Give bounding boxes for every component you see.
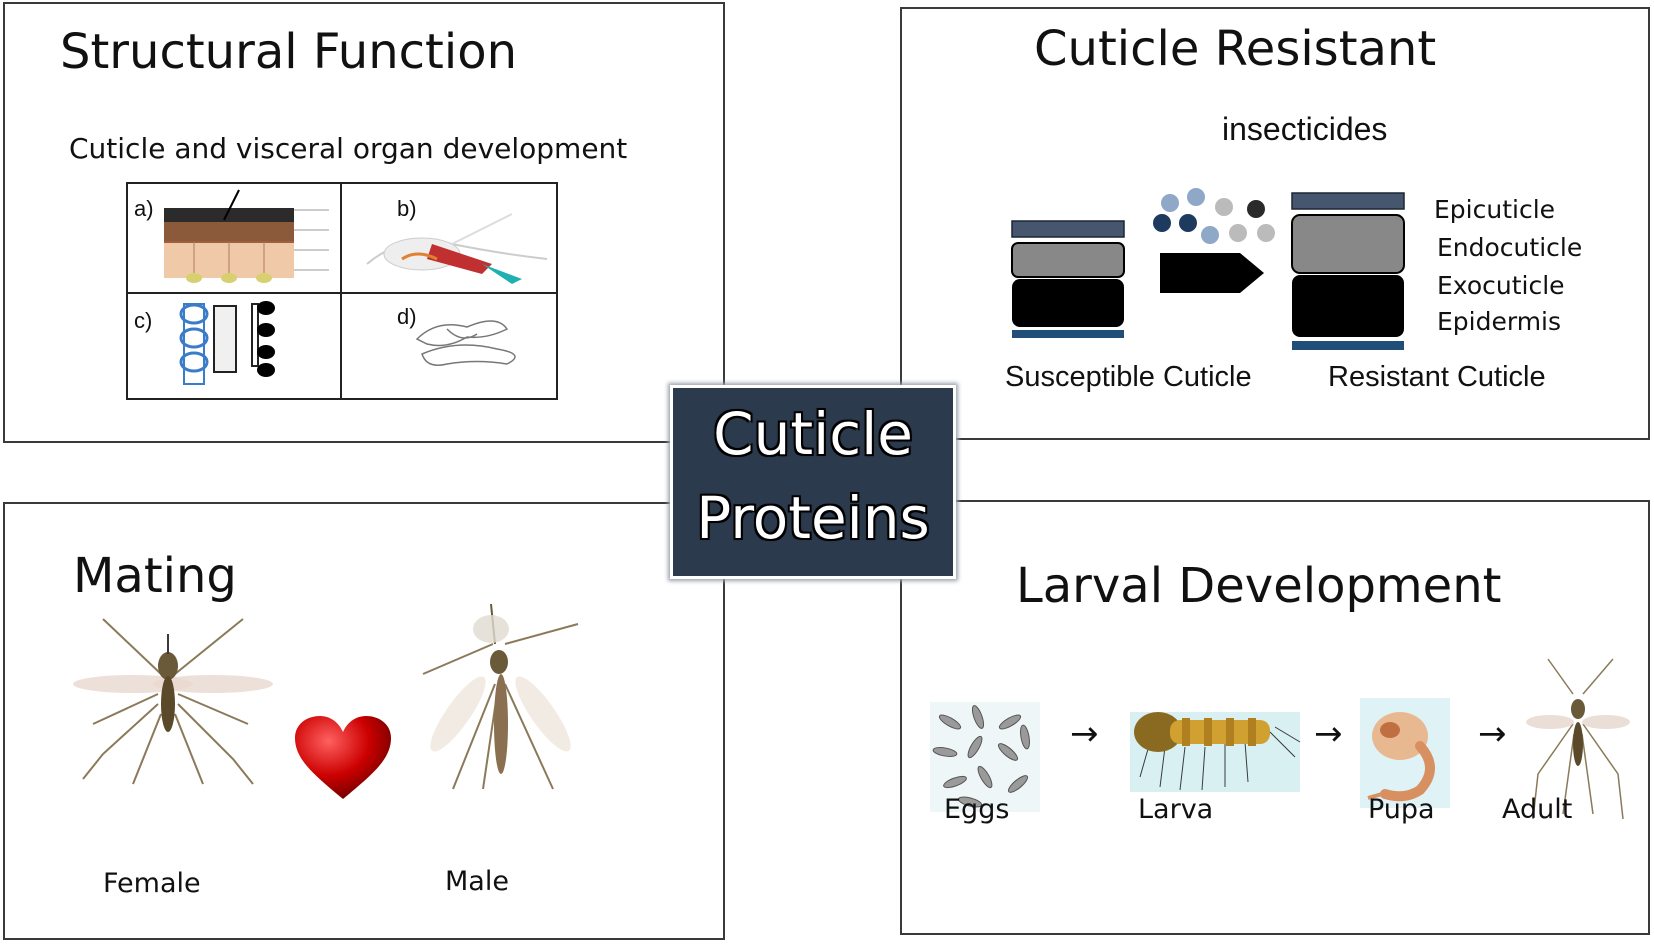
female-mosquito-icon (73, 618, 273, 785)
stage-pupa-label: Pupa (1368, 794, 1435, 825)
resistant-cuticle-label: Resistant Cuticle (1328, 361, 1546, 393)
stage-larva-label: Larva (1138, 794, 1214, 825)
susceptible-cuticle-label: Susceptible Cuticle (1005, 361, 1252, 393)
cell-d-visceral-organ: d) (340, 292, 558, 400)
larva-icon (1130, 712, 1301, 792)
cell-c-label: c) (134, 308, 153, 333)
insecticide-arrow-icon (1160, 253, 1264, 293)
cell-d-label: d) (397, 304, 417, 329)
larval-development-panel: Larval Development → (900, 500, 1650, 935)
cell-layers-icon (179, 301, 275, 385)
heart-icon (295, 716, 391, 799)
cell-b-label: b) (397, 196, 417, 221)
male-label: Male (445, 866, 509, 897)
stage-eggs-label: Eggs (944, 794, 1010, 825)
mating-title: Mating (73, 548, 237, 604)
mosquito-anatomy-icon (366, 213, 548, 284)
arrow-eggs-larva: → (1070, 714, 1099, 754)
structural-function-title: Structural Function (60, 24, 517, 80)
center-title-line2: Proteins (696, 484, 930, 552)
resistant-cuticle-icon (1291, 192, 1405, 350)
arrow-pupa-adult: → (1478, 714, 1507, 754)
cuticle-cross-section-icon (164, 189, 329, 283)
cuticle-resistant-title: Cuticle Resistant (1034, 21, 1437, 77)
cell-a-cuticle-structure: a) (126, 182, 342, 294)
cuticle-resistant-panel: Cuticle Resistant insecticides Epicuticl… (900, 7, 1650, 440)
cell-a-label: a) (134, 196, 154, 221)
adult-mosquito-icon (1526, 658, 1630, 820)
eggs-icon (930, 702, 1040, 812)
insecticide-particles-icon (1153, 188, 1275, 244)
center-title-line1: Cuticle (713, 400, 913, 468)
insecticides-label: insecticides (1222, 111, 1388, 147)
layer-epidermis: Epidermis (1437, 307, 1562, 336)
visceral-organ-icon (415, 320, 516, 366)
layer-endocuticle: Endocuticle (1437, 233, 1583, 262)
female-label: Female (103, 868, 201, 899)
mating-panel: Mating (3, 502, 725, 940)
stage-adult-label: Adult (1502, 794, 1573, 825)
layer-epicuticle: Epicuticle (1434, 195, 1556, 224)
pupa-icon (1360, 698, 1450, 808)
cell-c-cell-layers: c) (126, 292, 342, 400)
larval-development-title: Larval Development (1016, 558, 1502, 614)
male-mosquito-icon (422, 603, 579, 790)
cell-b-mosquito-anatomy: b) (340, 182, 558, 294)
susceptible-cuticle-icon (1011, 220, 1125, 338)
structural-function-panel: Structural Function Cuticle and visceral… (3, 2, 725, 443)
layer-exocuticle: Exocuticle (1437, 271, 1565, 300)
arrow-larva-pupa: → (1314, 714, 1343, 754)
structural-function-subtitle: Cuticle and visceral organ development (69, 132, 628, 165)
cuticle-proteins-center-box: Cuticle Proteins (670, 385, 956, 579)
